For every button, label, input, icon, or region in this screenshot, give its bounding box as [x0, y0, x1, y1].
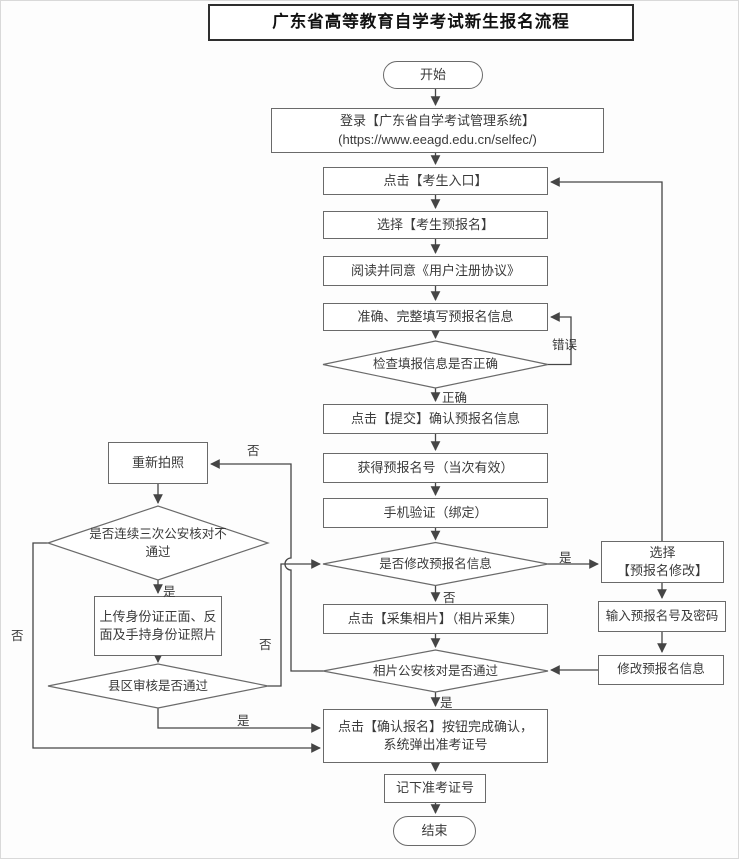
edge-label-threefail-yes: 是: [163, 585, 176, 599]
node-upload-id-line2: 面及手持身份证照片: [99, 627, 217, 642]
page-title: 广东省高等教育自学考试新生报名流程: [208, 4, 634, 41]
node-submit: 点击【提交】确认预报名信息: [323, 404, 548, 434]
node-upload-id-line1: 上传身份证正面、反: [99, 608, 217, 624]
node-choose-modify-line2: 【预报名修改】: [616, 563, 708, 578]
node-fill-info: 准确、完整填写预报名信息: [323, 303, 548, 331]
node-start: 开始: [383, 61, 483, 89]
edge-label-correct: 正确: [442, 391, 468, 405]
edge-label-modify-no: 否: [443, 591, 456, 605]
node-choose-preregistration: 选择【考生预报名】: [323, 211, 548, 239]
node-upload-id-photos: 上传身份证正面、反 面及手持身份证照片: [94, 596, 222, 656]
node-get-prereg-number: 获得预报名号（当次有效）: [323, 453, 548, 483]
node-confirm-line2: 系统弹出准考证号: [383, 737, 488, 752]
edge-label-photo-no: 否: [247, 444, 260, 458]
node-user-agreement: 阅读并同意《用户注册协议》: [323, 256, 548, 286]
node-login-line2: (https://www.eeagd.edu.cn/selfec/): [338, 131, 537, 147]
edge-label-county-yes: 是: [237, 714, 250, 728]
edge-label-photo-yes: 是: [440, 696, 453, 710]
node-collect-photo: 点击【采集相片】（相片采集）: [323, 604, 548, 634]
node-candidate-entrance: 点击【考生入口】: [323, 167, 548, 195]
node-choose-modify: 选择 【预报名修改】: [601, 541, 724, 583]
node-confirm-line1: 点击【确认报名】按钮完成确认，: [337, 718, 533, 734]
node-end: 结束: [393, 816, 476, 846]
node-modify-prereg-info: 修改预报名信息: [598, 655, 724, 685]
node-login: 登录【广东省自学考试管理系统】 (https://www.eeagd.edu.c…: [271, 108, 604, 153]
node-login-line1: 登录【广东省自学考试管理系统】: [339, 113, 535, 129]
edge-label-error: 错误: [552, 338, 578, 352]
node-phone-verify: 手机验证（绑定）: [323, 498, 548, 528]
node-confirm-registration: 点击【确认报名】按钮完成确认， 系统弹出准考证号: [323, 709, 548, 763]
node-retake-photo: 重新拍照: [108, 442, 208, 484]
node-enter-number-password: 输入预报名号及密码: [598, 601, 726, 632]
node-choose-modify-line1: 选择: [649, 544, 676, 560]
edge-label-threefail-no: 否: [11, 629, 24, 643]
edge-label-modify-yes: 是: [559, 551, 572, 565]
edge-label-county-no: 否: [259, 638, 272, 652]
node-note-ticket-number: 记下准考证号: [384, 774, 486, 803]
